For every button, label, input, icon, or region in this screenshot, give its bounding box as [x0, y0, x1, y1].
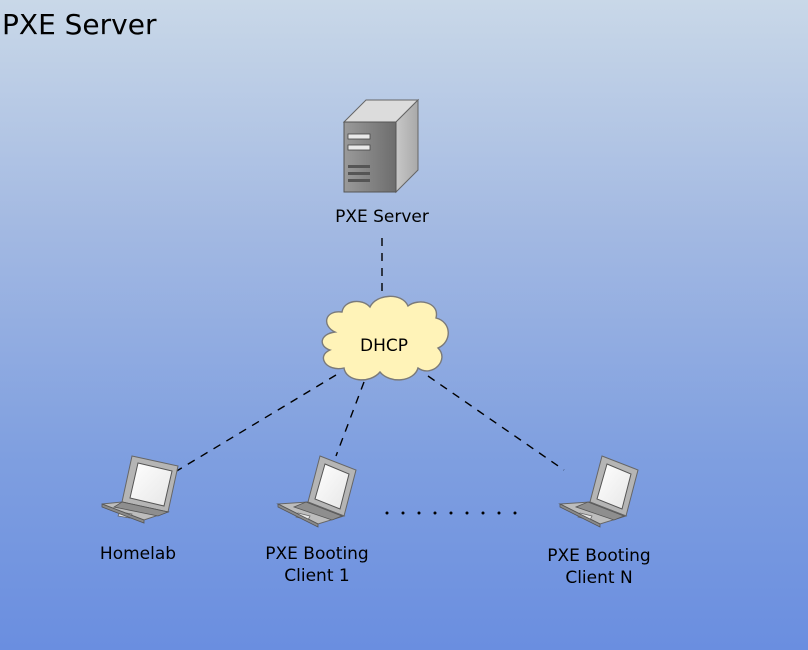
connection-dhcp-client1	[335, 381, 365, 457]
clientN-label: PXE Booting Client N	[547, 546, 651, 588]
server-label: PXE Server	[335, 207, 429, 227]
laptop-icon	[101, 455, 179, 524]
homelab-label: Homelab	[99, 544, 177, 564]
connection-dhcp-clientN	[427, 375, 565, 471]
dhcp-label: DHCP	[360, 336, 408, 356]
laptop-icon	[276, 455, 357, 528]
connection-dhcp-homelab	[174, 374, 337, 473]
diagram-title: PXE Server	[2, 8, 157, 41]
server-tower-icon	[342, 98, 420, 194]
ellipsis-dots	[385, 511, 517, 515]
client1-label: PXE Booting Client 1	[265, 544, 369, 586]
laptop-icon	[558, 455, 639, 528]
cloud-icon	[321, 295, 449, 381]
